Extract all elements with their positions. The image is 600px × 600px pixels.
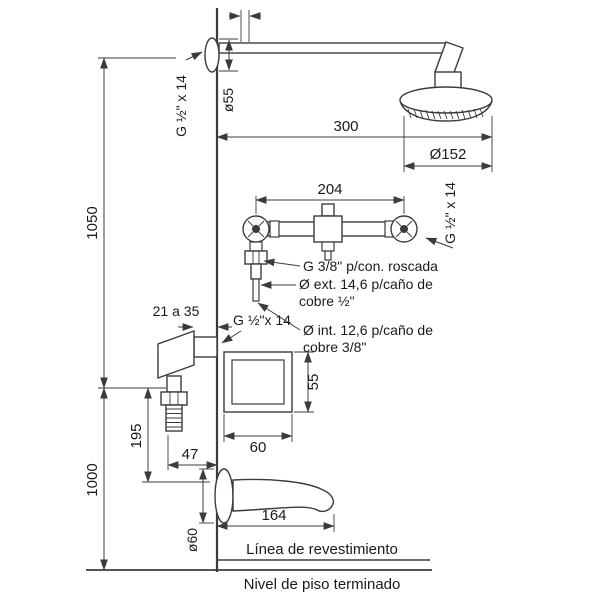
mixer-valve-assembly bbox=[242, 203, 418, 302]
connection-notes: G 3/8" p/con. roscada Ø ext. 14,6 p/caño… bbox=[257, 258, 438, 355]
spray-face-hatch bbox=[407, 107, 484, 120]
leader-line bbox=[257, 302, 301, 331]
dim-164-label: 164 bbox=[261, 507, 286, 524]
mixer-center-outlet-tip bbox=[324, 250, 332, 261]
dim-55-square-label: 55 bbox=[305, 374, 322, 391]
supply-pipe-stub bbox=[252, 278, 260, 302]
shower-head-rim bbox=[399, 86, 493, 114]
note-int-line1: Ø int. 12,6 p/caño de bbox=[303, 322, 433, 338]
dim-1050-label: 1050 bbox=[84, 206, 101, 239]
dim-55-flange: ø55 bbox=[219, 38, 238, 112]
mixer-left-handle-spokes bbox=[247, 220, 265, 238]
valve-trim-plate bbox=[223, 351, 293, 413]
dim-47: 47 bbox=[167, 435, 218, 470]
leader-line bbox=[221, 330, 242, 344]
mixer-center-body bbox=[313, 215, 343, 243]
bath-thread-label: G ½"x 14 bbox=[221, 312, 291, 344]
dim-55-flange-label: ø55 bbox=[220, 88, 236, 112]
wall-range-dim: 21 a 35 bbox=[153, 303, 232, 331]
mixer-center-outlet bbox=[321, 241, 335, 252]
spout-wall-flange bbox=[214, 468, 234, 524]
dim-300-label: 300 bbox=[333, 118, 358, 135]
mixer-left-nut bbox=[269, 220, 280, 238]
revestimiento-label: Línea de revestimiento bbox=[246, 541, 398, 558]
note-int-line2: cobre 3/8" bbox=[303, 339, 366, 355]
dim-55-square: 55 bbox=[294, 351, 322, 413]
shower-arm-assembly bbox=[204, 10, 464, 89]
arm-thread-label: G ½" x 14 bbox=[173, 51, 203, 137]
dim-1000-label: 1000 bbox=[84, 463, 101, 496]
thread-lines bbox=[166, 408, 182, 428]
valve-block bbox=[157, 330, 195, 379]
shower-arm-pipe bbox=[218, 42, 450, 54]
thread-shower-arm-label: G ½" x 14 bbox=[173, 75, 189, 137]
range-21-35-label: 21 a 35 bbox=[153, 303, 200, 319]
dim-204-label: 204 bbox=[317, 181, 342, 198]
bath-spout bbox=[214, 468, 335, 524]
dim-204: 204 bbox=[255, 181, 405, 214]
supply-fitting-hex-nut bbox=[244, 250, 268, 265]
leader-line bbox=[425, 237, 454, 249]
floor-level-label: Nivel de piso terminado bbox=[244, 576, 401, 593]
thread-bath-valve-label: G ½"x 14 bbox=[233, 312, 291, 328]
spout-body bbox=[232, 478, 335, 513]
mixer-center-top-stub bbox=[321, 203, 335, 217]
dim-60-spout: ø60 bbox=[184, 468, 214, 552]
dim-300: 300 bbox=[216, 116, 493, 172]
dim-152-label: Ø152 bbox=[430, 146, 467, 163]
shower-head bbox=[399, 86, 493, 122]
valve-nut bbox=[160, 391, 188, 406]
dim-1000: 1000 bbox=[84, 387, 108, 571]
dim-152: Ø152 bbox=[403, 116, 493, 172]
shower-head-face bbox=[399, 100, 493, 122]
dim-1050: 1050 bbox=[84, 57, 176, 389]
dim-47-label: 47 bbox=[182, 446, 199, 463]
dim-60-spout-label: ø60 bbox=[184, 528, 200, 552]
valve-inlet bbox=[193, 336, 218, 358]
dim-60-square-label: 60 bbox=[250, 439, 267, 456]
bath-valve-body bbox=[157, 330, 218, 432]
reference-lines: Línea de revestimiento Nivel de piso ter… bbox=[86, 541, 432, 593]
dim-195: 195 bbox=[128, 387, 210, 483]
leader-line bbox=[263, 258, 301, 267]
valve-stem bbox=[166, 375, 182, 393]
note-ext-line1: Ø ext. 14,6 p/caño de bbox=[299, 276, 433, 292]
mixer-left-handle-hub bbox=[252, 225, 260, 233]
dim-164: 164 bbox=[216, 507, 335, 532]
supply-fitting-neck bbox=[249, 241, 263, 252]
mixer-right-handle-hub bbox=[400, 225, 408, 233]
dim-195-label: 195 bbox=[128, 423, 145, 448]
leader-line bbox=[185, 51, 203, 61]
supply-fitting-thread bbox=[250, 263, 262, 280]
note-g38: G 3/8" p/con. roscada bbox=[303, 258, 438, 274]
mixer-thread-label: G ½" x 14 bbox=[425, 182, 458, 249]
trim-plate-inner bbox=[231, 359, 285, 405]
arm-wall-flange bbox=[204, 37, 220, 73]
mixer-right-handle-spokes bbox=[395, 220, 413, 238]
dim-60-square: 60 bbox=[223, 414, 293, 456]
shower-head-stem bbox=[434, 71, 462, 89]
note-ext-line2: cobre ½" bbox=[299, 293, 355, 309]
thread-mixer-label: G ½" x 14 bbox=[442, 182, 458, 244]
